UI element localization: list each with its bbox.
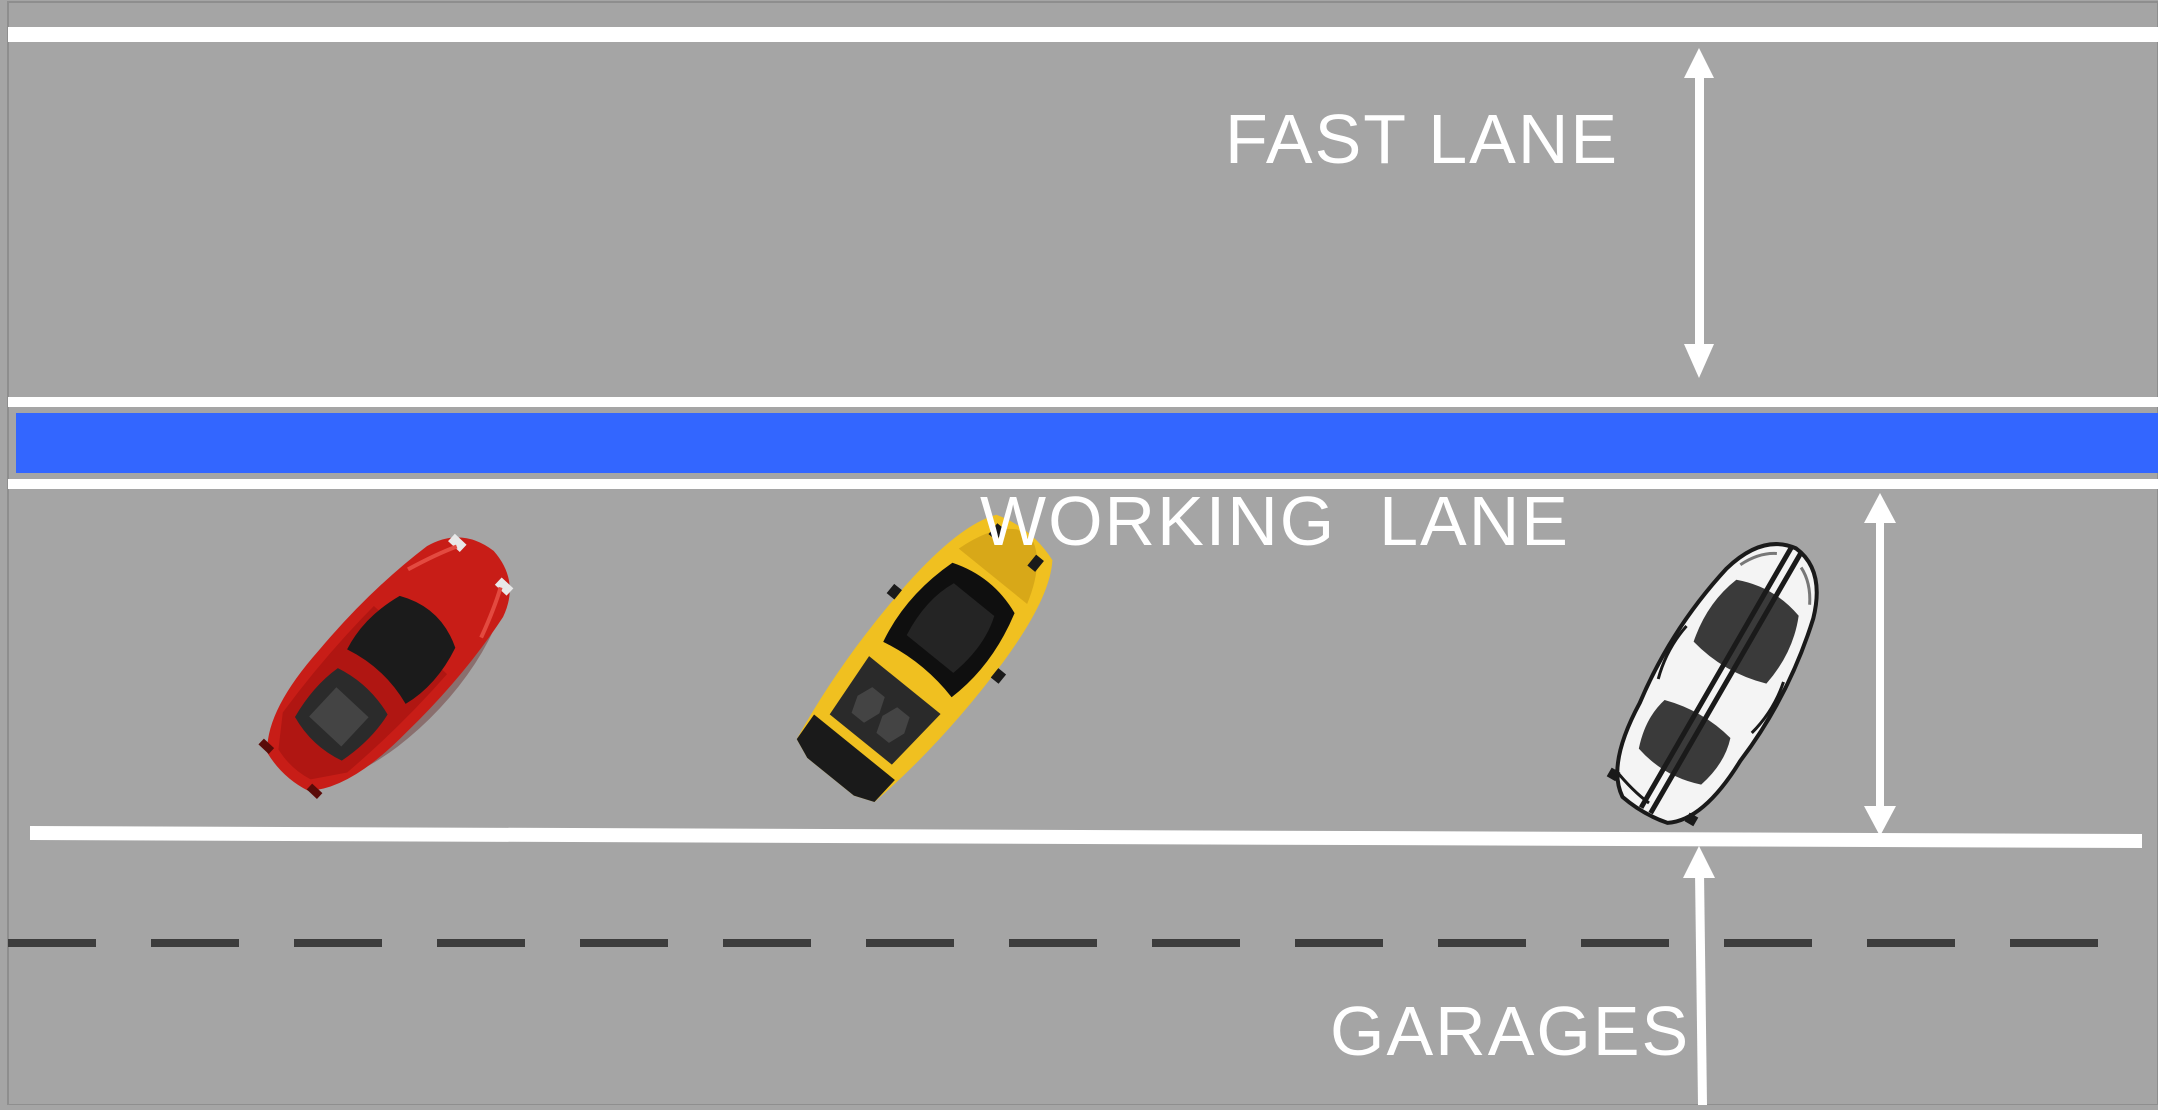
track-edge-line: [8, 27, 2158, 42]
fast-lane-label: FAST LANE: [1225, 104, 1619, 174]
fast-lane-line: [8, 397, 2158, 407]
pit-wall: [16, 413, 2158, 473]
garages-label: GARAGES: [1330, 996, 1690, 1066]
working-lane-label: WORKING LANE: [980, 486, 1570, 556]
